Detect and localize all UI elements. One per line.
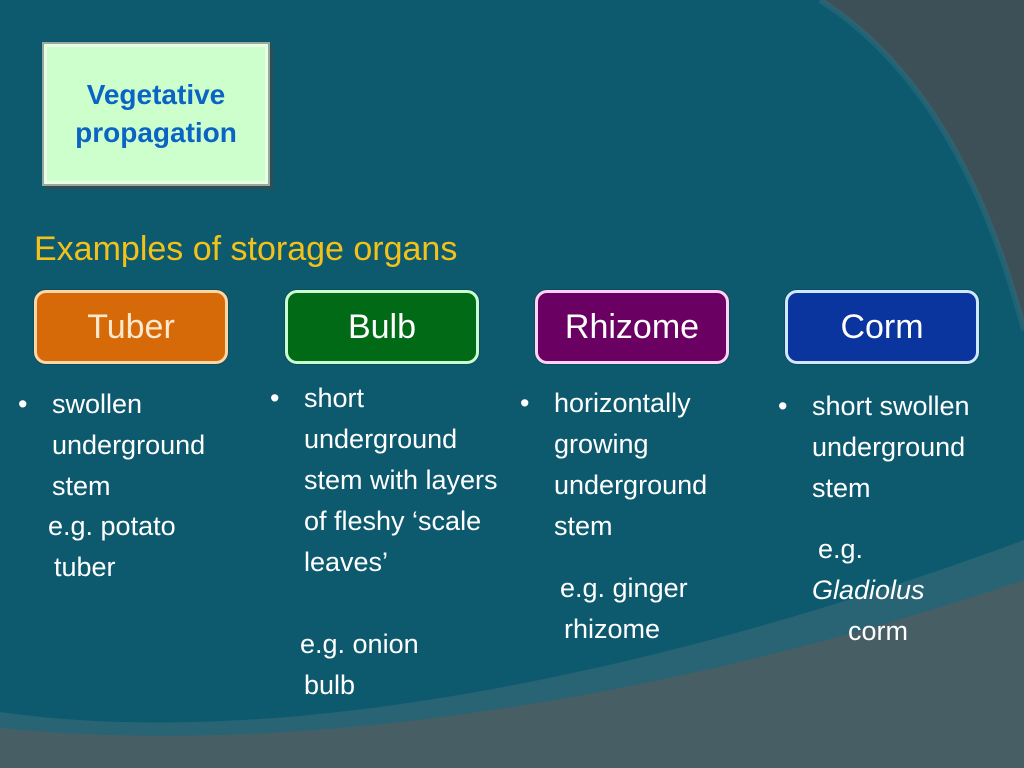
organ-label-tuber: Tuber xyxy=(87,307,175,346)
organ-example-tuber: e.g. potato tuber xyxy=(48,506,248,588)
title-box: Vegetative propagation xyxy=(42,42,270,186)
organ-details-bulb: • short underground stem with layers of … xyxy=(270,378,510,708)
organ-label-bulb: Bulb xyxy=(347,307,417,346)
organ-example-corm: e.g. Gladiolus corm xyxy=(812,529,992,652)
organ-example-rhizome: e.g. ginger rhizome xyxy=(560,568,760,650)
organ-details-corm: • short swollen underground stem e.g. Gl… xyxy=(778,386,1018,666)
example-line-3: corm xyxy=(848,616,908,646)
example-line-1: e.g. ginger xyxy=(560,573,688,603)
organ-details-rhizome: • horizontally growing underground stem … xyxy=(520,383,760,663)
bullet-point: • xyxy=(778,391,788,421)
example-line-1: e.g. xyxy=(818,534,864,564)
organ-description-tuber: swollen underground stem xyxy=(52,389,206,501)
example-line-2: bulb xyxy=(304,670,356,700)
example-line-1: e.g. potato xyxy=(48,511,176,541)
title-line-1: Vegetative xyxy=(86,79,226,110)
example-line-2: rhizome xyxy=(564,614,661,644)
organ-label-corm: Corm xyxy=(840,307,924,346)
section-subtitle: Examples of storage organs xyxy=(34,230,458,268)
organ-description-corm: short swollen underground stem xyxy=(812,391,970,503)
organ-description-rhizome: horizontally growing underground stem xyxy=(554,388,708,541)
bullet-point: • xyxy=(520,388,530,418)
example-line-1: e.g. onion xyxy=(300,629,419,659)
bullet-point: • xyxy=(18,389,28,419)
title-line-2: propagation xyxy=(75,117,237,148)
example-line-2: Gladiolus xyxy=(812,575,925,605)
organ-details-tuber: • swollen underground stem e.g. potato t… xyxy=(18,384,258,594)
organ-box-tuber: Tuber xyxy=(34,290,228,364)
organ-box-rhizome: Rhizome xyxy=(535,290,729,364)
organ-description-bulb: short underground stem with layers of fl… xyxy=(304,383,498,577)
organ-example-bulb: e.g. onion bulb xyxy=(300,624,500,706)
organ-label-rhizome: Rhizome xyxy=(564,307,700,346)
bullet-point: • xyxy=(270,383,280,413)
organ-box-corm: Corm xyxy=(785,290,979,364)
organ-box-bulb: Bulb xyxy=(285,290,479,364)
example-line-2: tuber xyxy=(54,552,116,582)
